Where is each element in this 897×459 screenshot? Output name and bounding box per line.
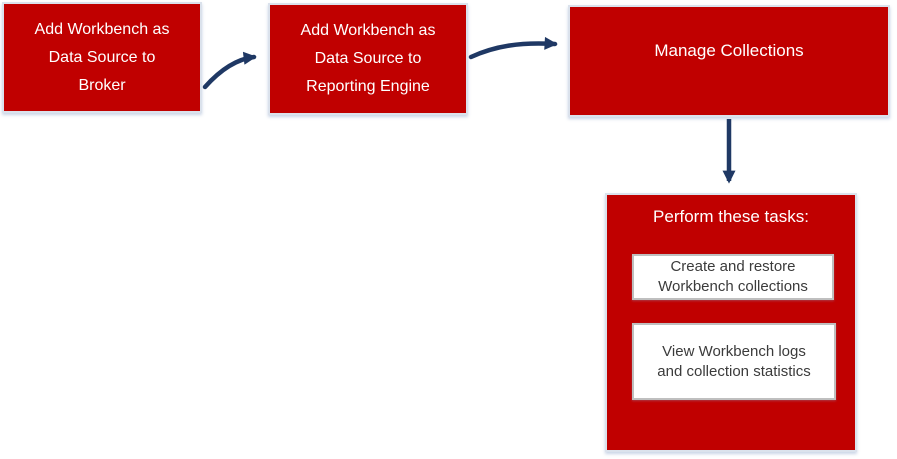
- task-create-restore-collections: Create and restore Workbench collections: [632, 254, 834, 300]
- node-manage-collections: Manage Collections: [568, 5, 890, 117]
- node-label-line: Add Workbench as: [300, 22, 436, 39]
- task-label-line: Create and restore: [670, 258, 796, 275]
- arrow-broker-to-reporting: [202, 51, 257, 90]
- task-label-line: Workbench collections: [658, 278, 808, 295]
- node-label-line: Reporting Engine: [306, 78, 430, 95]
- task-label-line: View Workbench logs: [662, 342, 806, 360]
- node-label-line: Data Source to: [314, 50, 422, 67]
- node-add-workbench-to-reporting-engine: Add Workbench as Data Source to Reportin…: [268, 3, 468, 115]
- node-label-line: Data Source to: [48, 48, 156, 66]
- node-label-line: Broker: [78, 76, 126, 94]
- task-view-logs-statistics: View Workbench logs and collection stati…: [632, 323, 836, 400]
- node-perform-tasks: Perform these tasks: Create and restore …: [605, 193, 857, 452]
- node-label-line: Manage Collections: [654, 41, 804, 60]
- node-add-workbench-to-broker: Add Workbench as Data Source to Broker: [2, 2, 202, 113]
- node-heading: Perform these tasks:: [653, 207, 809, 226]
- task-label-line: and collection statistics: [657, 362, 811, 380]
- arrow-reporting-to-manage: [468, 36, 558, 60]
- node-label-line: Add Workbench as: [34, 20, 170, 38]
